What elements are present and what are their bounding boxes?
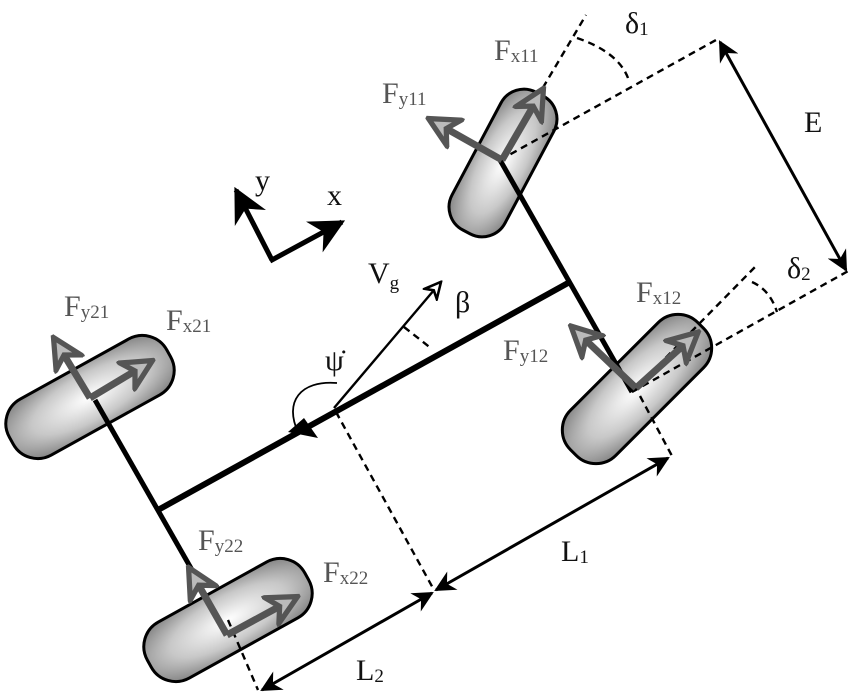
force-fx12-label: Fx12 (636, 276, 681, 309)
force-fx21-arrow (88, 362, 150, 402)
force-fx12-arrow (633, 334, 696, 391)
rear-distance-label: L2 (356, 654, 384, 687)
force-fy22-arrow (190, 570, 231, 637)
coordinate-frame (233, 186, 346, 264)
force-fy12-arrow (573, 328, 639, 391)
force-fy11-arrow (431, 120, 504, 164)
steer-angle-front-left-label: δ1 (625, 7, 649, 40)
yaw-rate-arrowhead (288, 418, 318, 438)
force-fy22-label: Fy22 (198, 524, 243, 557)
front-axle (497, 158, 635, 394)
dimension-L2-arrow (260, 591, 434, 692)
x-axis-arrow (268, 219, 346, 264)
front-distance-label: L1 (561, 535, 589, 568)
force-fx22-arrow (225, 598, 295, 639)
dimension-E-arrow (718, 40, 848, 272)
force-fy11-label: Fy11 (382, 77, 426, 110)
force-fx21-label: Fx21 (166, 304, 211, 337)
steer-angle-front-right-label: δ2 (787, 252, 811, 285)
force-arrows (55, 91, 696, 639)
dimension-L1-arrow (434, 456, 670, 592)
force-fx11-label: Fx11 (494, 34, 538, 67)
velocity-label: Vg (368, 257, 400, 294)
x-axis-label: x (327, 179, 342, 212)
y-axis-arrow (233, 186, 275, 262)
yaw-rate-label: ψ̇ (325, 344, 346, 377)
force-fy21-arrow (55, 340, 93, 400)
sideslip-angle-label: β (455, 286, 470, 319)
vehicle-body-axis (156, 280, 570, 513)
force-fy12-label: Fy12 (503, 334, 548, 367)
y-axis-label: y (255, 164, 270, 197)
force-fx11-arrow (498, 91, 542, 162)
yaw-rate-arc-arrow (292, 381, 338, 433)
force-fx22-label: Fx22 (323, 556, 368, 589)
force-fy21-label: Fy21 (64, 290, 109, 323)
track-width-label: E (804, 106, 822, 139)
rear-axle (92, 398, 195, 572)
velocity-vector-arrow (333, 283, 440, 409)
